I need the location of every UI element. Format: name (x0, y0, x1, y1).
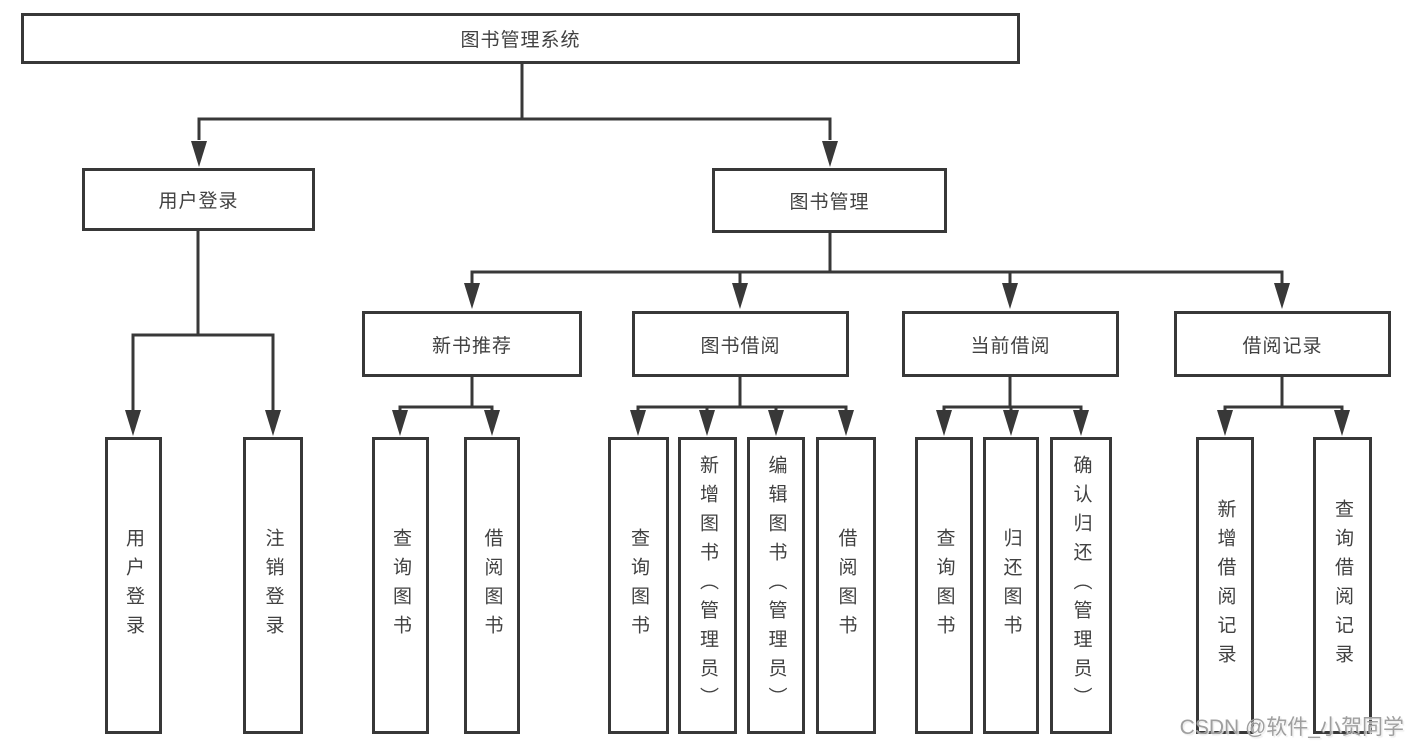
arrowhead-icon (936, 410, 952, 436)
leaf-add-borrow-record: 新增借阅记录 (1196, 437, 1254, 734)
leaf-return-books: 归还图书 (983, 437, 1039, 734)
leaf-label: 查询图书 (933, 527, 955, 644)
arrowhead-icon (822, 141, 838, 167)
leaf-label: 查询图书 (628, 527, 649, 644)
leaf-label: 注销登录 (262, 527, 284, 644)
leaf-label: 借阅图书 (481, 527, 503, 644)
leaf-label: 借阅图书 (835, 527, 857, 644)
node-label: 图书管理 (789, 192, 870, 213)
node-book-borrow: 图书借阅 (632, 311, 849, 377)
arrowhead-icon (1274, 283, 1290, 309)
connector-records-splitter (1223, 377, 1344, 412)
arrowhead-icon (732, 283, 748, 309)
leaf-label: 新增借阅记录 (1214, 498, 1236, 673)
leaf-query-books-borrow: 查询图书 (608, 437, 669, 734)
node-label: 用户登录 (158, 191, 239, 212)
arrowhead-icon (768, 410, 784, 436)
arrowhead-icon (838, 410, 854, 436)
node-current-borrow: 当前借阅 (902, 311, 1119, 377)
node-label: 借阅记录 (1242, 335, 1323, 357)
connector-newbook-splitter (398, 377, 494, 412)
leaf-label: 查询图书 (390, 527, 411, 644)
leaf-edit-book-admin: 编辑图书（管理员） (747, 437, 805, 734)
leaf-label: 编辑图书（管理员） (765, 455, 787, 716)
connector-userlogin-splitter (131, 333, 275, 412)
node-label: 图书借阅 (700, 335, 781, 357)
connector-currentborrow-splitter (942, 377, 1083, 412)
arrowhead-icon (1334, 410, 1350, 436)
leaf-logout: 注销登录 (243, 437, 303, 734)
connector-level3-splitter (470, 270, 1284, 285)
arrowhead-icon (699, 410, 715, 436)
leaf-label: 查询借阅记录 (1332, 498, 1353, 673)
node-borrow-records: 借阅记录 (1174, 311, 1391, 377)
arrowhead-icon (484, 410, 500, 436)
leaf-borrow-books-recommend: 借阅图书 (464, 437, 520, 734)
arrowhead-icon (265, 410, 281, 436)
node-book-management: 图书管理 (712, 168, 947, 233)
node-user-login-branch: 用户登录 (82, 168, 315, 231)
arrowhead-icon (630, 410, 646, 436)
connector-level2-splitter (197, 117, 832, 140)
node-label: 新书推荐 (431, 335, 512, 357)
leaf-query-books-current: 查询图书 (915, 437, 973, 734)
connector-bookborrow-splitter (636, 377, 848, 412)
leaf-label: 归还图书 (1000, 527, 1022, 644)
arrowhead-icon (392, 410, 408, 436)
arrowhead-icon (464, 283, 480, 309)
leaf-query-borrow-record: 查询借阅记录 (1313, 437, 1372, 734)
leaf-label: 用户登录 (123, 527, 144, 644)
leaf-user-login: 用户登录 (105, 437, 162, 734)
arrowhead-icon (125, 410, 141, 436)
csdn-watermark: CSDN @软件_小贺同学 (1179, 716, 1404, 739)
arrowhead-icon (1003, 410, 1019, 436)
arrowhead-icon (191, 141, 207, 167)
arrowhead-icon (1217, 410, 1233, 436)
leaf-confirm-return-admin: 确认归还（管理员） (1050, 437, 1112, 734)
leaf-borrow-books: 借阅图书 (816, 437, 876, 734)
node-label: 当前借阅 (970, 335, 1051, 357)
leaf-add-book-admin: 新增图书（管理员） (678, 437, 737, 734)
arrowhead-icon (1073, 410, 1089, 436)
leaf-label: 确认归还（管理员） (1070, 455, 1092, 716)
arrowhead-icon (1002, 283, 1018, 309)
node-root-label: 图书管理系统 (460, 30, 581, 51)
node-root: 图书管理系统 (21, 13, 1020, 64)
leaf-label: 新增图书（管理员） (697, 455, 718, 716)
node-new-book-recommend: 新书推荐 (362, 311, 582, 377)
leaf-query-books-recommend: 查询图书 (372, 437, 429, 734)
